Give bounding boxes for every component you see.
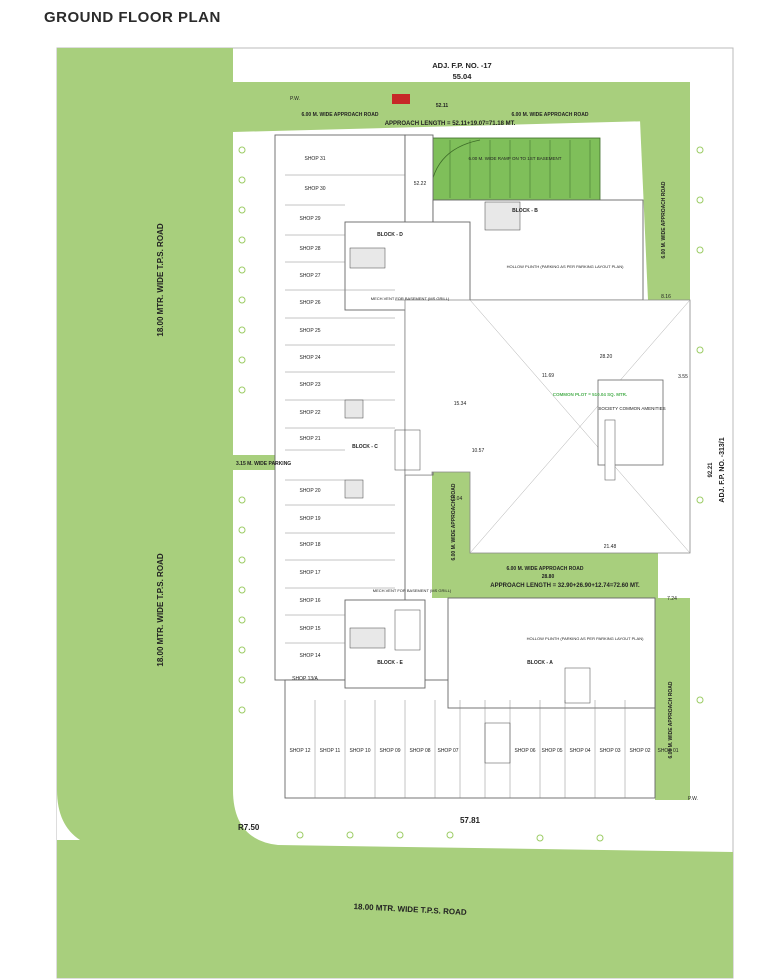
middle-approach-road (432, 472, 470, 570)
north-dimension: 55.04 (453, 72, 473, 81)
dim-21-48: 21.48 (604, 544, 617, 550)
dim-8-16: 8.16 (661, 294, 671, 300)
mech-vent-upper: MECH.VENT FOR BASEMENT (MS GRILL) (371, 296, 450, 301)
approach-road-right: 6.00 M. WIDE APPROACH ROAD (661, 181, 667, 258)
shop-label: SHOP 26 (299, 300, 320, 306)
shop-label: SHOP 23 (299, 382, 320, 388)
dim-18-04: 18.04 (450, 496, 463, 502)
radius-label: R7.50 (238, 823, 260, 832)
shop-label: SHOP 20 (299, 488, 320, 494)
shop-label: SHOP 28 (299, 246, 320, 252)
approach-road-top-left: 6.00 M. WIDE APPROACH ROAD (301, 112, 378, 118)
mech-vent-lower: MECH.VENT FOR BASEMENT (MS GRILL) (373, 588, 452, 593)
left-shop-dividers (285, 174, 405, 644)
shop-label: SHOP 14 (299, 653, 320, 659)
transformer-symbol (392, 94, 410, 104)
block-a-label: BLOCK - A (527, 660, 553, 666)
parking-strip (233, 455, 283, 470)
approach-road-right-lower: 6.00 M. WIDE APPROACH ROAD (668, 681, 674, 758)
bottom-shops: SHOP 12 SHOP 11 SHOP 10 SHOP 09 SHOP 08 … (289, 748, 678, 754)
approach-middle-dim: 28.80 (542, 574, 555, 580)
ramp-label: 6.00 M. WIDE RAMP ON TO 1ST BASEMENT (469, 156, 562, 161)
shop-label: SHOP 30 (304, 186, 325, 192)
tps-road-area (57, 48, 733, 978)
hollow-plinth-upper: HOLLOW PLINTH (PARKING AS PER PARKING LA… (507, 264, 625, 269)
right-approach-road (640, 120, 690, 300)
shop-label: SHOP 29 (299, 216, 320, 222)
building-blocks (274, 134, 656, 799)
dim-11-69: 11.69 (542, 373, 554, 379)
block-b-label: BLOCK - B (512, 208, 538, 214)
shop-label: SHOP 24 (299, 355, 320, 361)
page-title: GROUND FLOOR PLAN (44, 9, 221, 26)
stair-cores (344, 201, 591, 764)
shop-label: SHOP 15 (299, 626, 320, 632)
block-e-label: BLOCK - E (377, 660, 403, 666)
shop-label: SHOP 02 (629, 748, 650, 754)
approach-length-middle: APPROACH LENGTH = 32.90+26.90+12.74=72.6… (490, 583, 640, 589)
approach-road-center: 6.00 M. WIDE APPROACH ROAD (451, 483, 457, 560)
shop-label: SHOP 03 (599, 748, 620, 754)
shop-label: SHOP 06 (514, 748, 535, 754)
ramp-area (429, 137, 601, 201)
shop-label: SHOP 25 (299, 328, 320, 334)
dim-7-24: 7.24 (667, 596, 677, 602)
dim-15-34: 15.34 (454, 401, 467, 407)
middle-approach-road-h (432, 553, 658, 598)
right-lower-approach-road (655, 598, 690, 800)
approach-road-top-right: 6.00 M. WIDE APPROACH ROAD (511, 112, 588, 118)
shop-label: SHOP 05 (541, 748, 562, 754)
road-left-upper-label: 18.00 MTR. WIDE T.P.S. ROAD (156, 223, 165, 336)
road-left-lower-label: 18.00 MTR. WIDE T.P.S. ROAD (156, 553, 165, 666)
pw-bottom-label: P.W. (688, 796, 698, 802)
top-approach-road (233, 82, 690, 132)
dim-28-20: 28.20 (600, 354, 613, 360)
shop-label: SHOP 12 (289, 748, 310, 754)
shop-label: SHOP 07 (437, 748, 458, 754)
shop-label: SHOP 10 (349, 748, 370, 754)
common-plot (395, 299, 691, 554)
shop-label: SHOP 04 (569, 748, 590, 754)
shop-label: SHOP 11 (320, 748, 341, 754)
parking-label: 3.15 M. WIDE PARKING (236, 461, 291, 467)
society-amenities-label: SOCIETY COMMON AMENITIES (598, 406, 665, 411)
shop-label: SHOP 31 (304, 156, 325, 162)
dim-3-55: 3.55 (678, 374, 688, 380)
pw-top-label: P.W. (290, 96, 300, 102)
block-c-label: BLOCK - C (352, 444, 378, 450)
tree-row (238, 146, 704, 842)
dim-52-22: 52.22 (414, 181, 427, 187)
shop-label: SHOP 08 (409, 748, 430, 754)
shop-label: SHOP 17 (299, 570, 320, 576)
shop-label: SHOP 27 (299, 273, 320, 279)
shop-label: SHOP 09 (379, 748, 400, 754)
north-dim-2: 52.11 (436, 103, 448, 109)
shop-label: SHOP 01 (657, 748, 678, 754)
adj-east-label: ADJ. F.P. NO. -313/1 (719, 437, 726, 502)
shop-label: SHOP 13/A (292, 676, 318, 682)
block-d-label: BLOCK - D (377, 232, 403, 238)
shop-label: SHOP 19 (299, 516, 320, 522)
shop-label: SHOP 16 (299, 598, 320, 604)
adj-north-label: ADJ. F.P. NO. -17 (432, 61, 491, 70)
approach-length-top: APPROACH LENGTH = 52.11+19.07=71.18 MT. (385, 121, 516, 127)
south-dimension: 57.81 (460, 816, 481, 825)
hollow-plinth-lower: HOLLOW PLINTH (PARKING AS PER PARKING LA… (527, 636, 645, 641)
approach-road-middle: 6.00 M. WIDE APPROACH ROAD (506, 566, 583, 572)
east-dimension: 92.21 (708, 462, 714, 478)
shop-label: SHOP 22 (299, 410, 320, 416)
shop-label: SHOP 21 (299, 436, 320, 442)
shop-label: SHOP 18 (299, 542, 320, 548)
dim-10-57: 10.57 (472, 448, 485, 454)
common-plot-label: COMMON PLOT = 510.04 SQ. MTR. (553, 392, 627, 397)
left-shops: SHOP 31 SHOP 30 SHOP 29 SHOP 28 SHOP 27 … (292, 156, 326, 682)
